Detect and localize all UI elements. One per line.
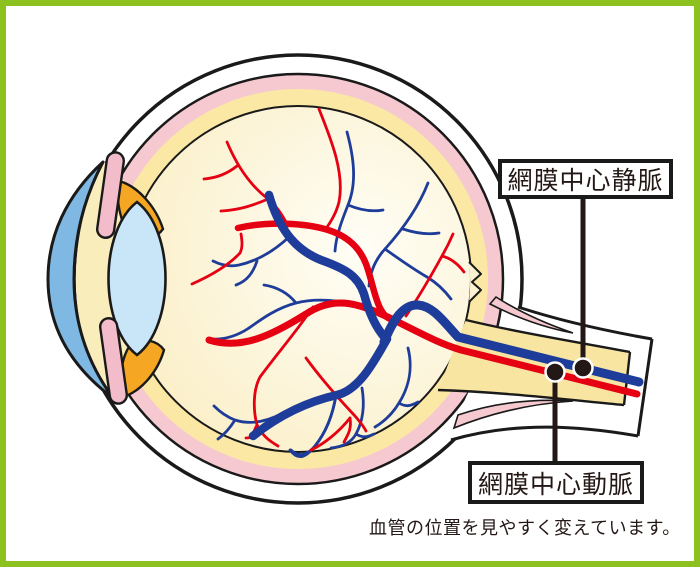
artery-label-text: 網膜中心動脈 [477,469,634,499]
central-retinal-artery [205,299,641,398]
nerve-sheath-bottom-line [450,425,639,442]
vein-label-box: 網膜中心静脈 [498,159,673,199]
eye-diagram-svg [46,53,654,505]
artery-label-box: 網膜中心動脈 [468,461,644,504]
iris-upper [95,151,125,239]
callouts [544,199,594,461]
iris-lower [98,317,128,405]
fovea-notch-line [468,261,482,303]
nerve-core-bottom-line [437,388,625,407]
lens [107,200,167,357]
vein-upper-trunk [264,190,391,344]
nerve-core-top-line [465,318,631,354]
artery-callout-dot [544,361,566,383]
caption-note: 血管の位置を見やすく変えています。 [369,518,681,539]
vein-lower-trunk [248,334,392,441]
vein-callout-dot [572,357,594,379]
vitreous-body [124,105,472,453]
nerve-choroid-strip-top [488,295,574,334]
retinal-vessels [190,107,644,459]
nerve-sheath-end-line [636,338,654,437]
central-retinal-vein [379,300,644,387]
eyeball-wall [72,53,524,505]
vein-label-text: 網膜中心静脈 [507,166,664,195]
